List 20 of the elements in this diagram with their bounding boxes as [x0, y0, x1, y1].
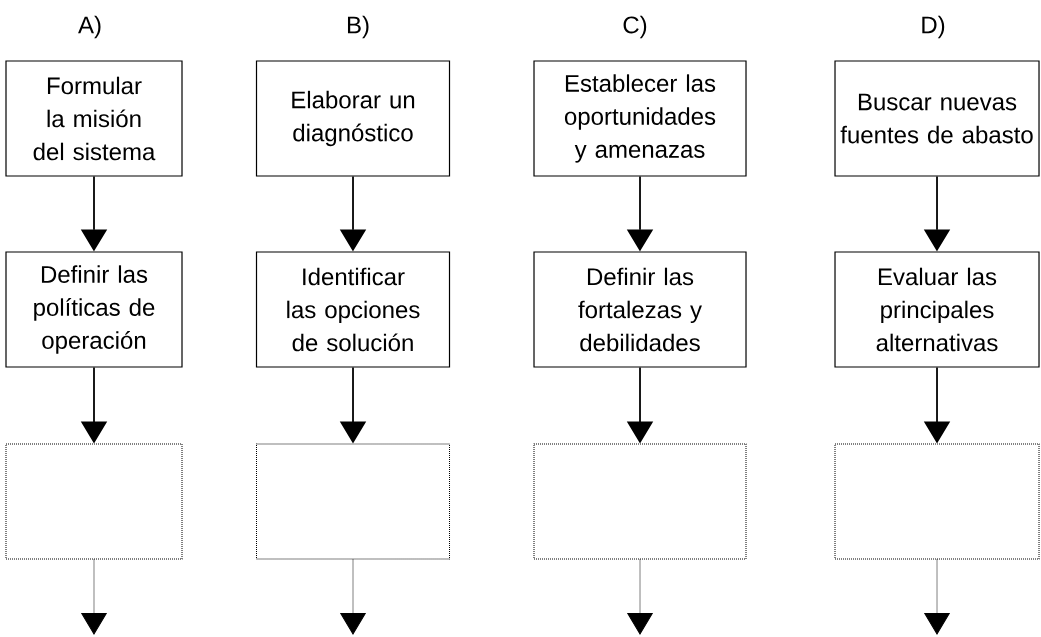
arrow	[81, 559, 107, 635]
process-box: Formular la misión del sistema	[5, 60, 183, 177]
empty-box	[5, 443, 183, 560]
arrow	[627, 559, 653, 635]
process-box: Establecer las oportunidades y amenazas	[533, 60, 747, 177]
process-box: Elaborar un diagnóstico	[255, 60, 451, 177]
process-box: Definir las políticas de operación	[5, 251, 183, 368]
empty-box	[834, 443, 1040, 560]
arrow	[924, 559, 950, 635]
arrow	[340, 559, 366, 635]
column-label: D)	[922, 15, 945, 39]
column-label: A)	[78, 15, 101, 39]
empty-box	[256, 443, 450, 560]
process-box: Definir las fortalezas y debilidades	[533, 251, 747, 368]
column-label: B)	[348, 15, 369, 39]
process-box: Evaluar las principales alternativas	[834, 251, 1040, 368]
process-box: Identificar las opciones de solución	[255, 251, 451, 368]
empty-box	[533, 443, 747, 560]
column-label: C)	[623, 15, 647, 39]
process-box: Buscar nuevas fuentes de abasto	[834, 60, 1040, 177]
